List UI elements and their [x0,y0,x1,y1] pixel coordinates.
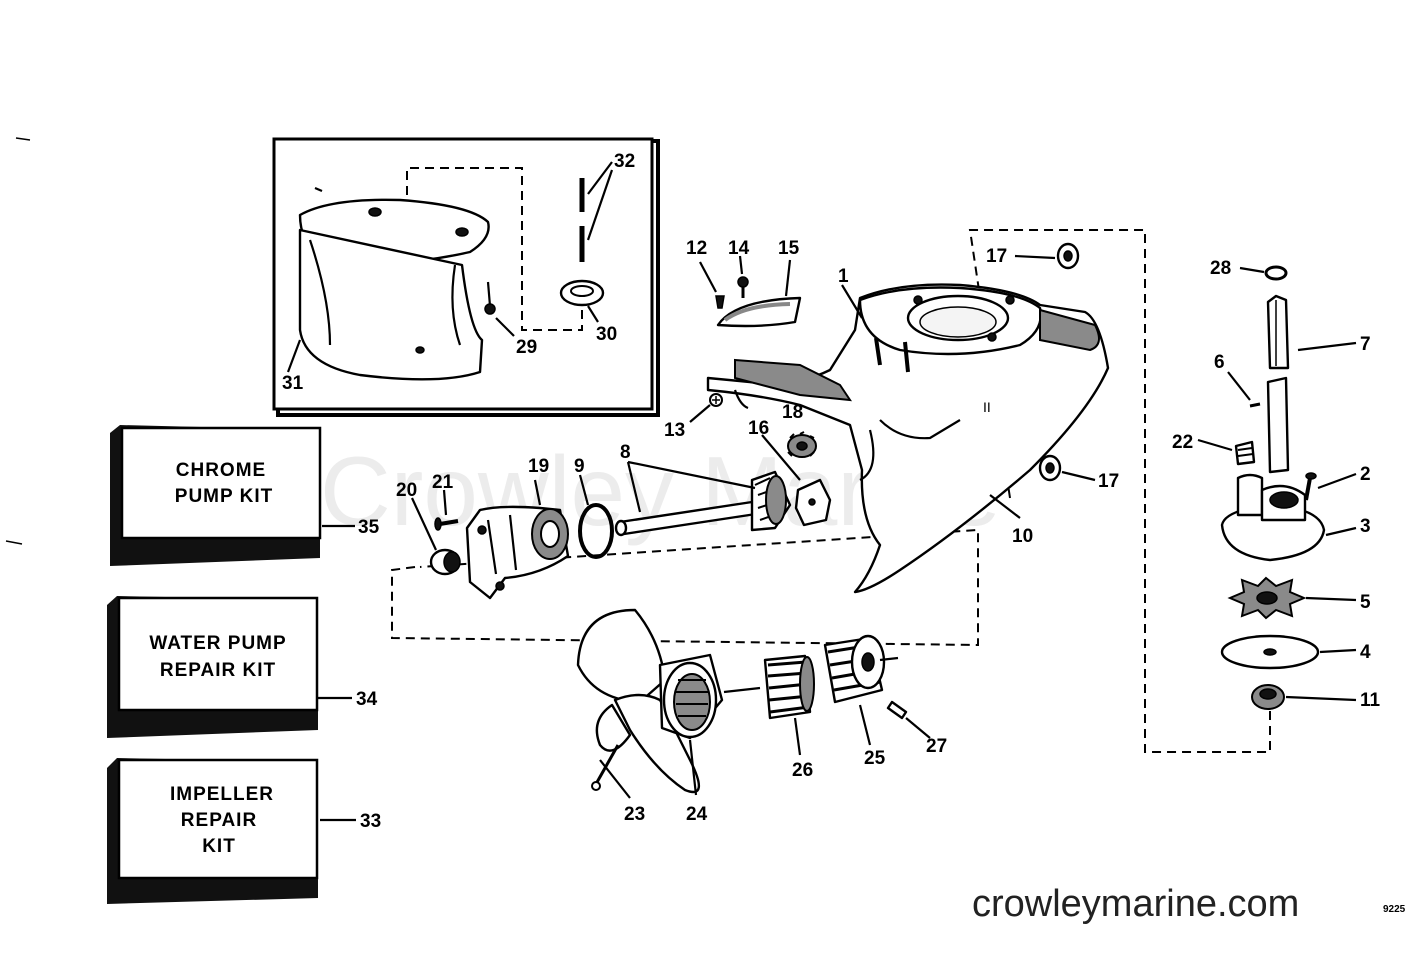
o-ring-part-28 [1239,265,1288,281]
screw-part-14 [737,255,749,298]
callout-9: 9 [574,456,585,477]
kit-label-line: REPAIR KIT [160,660,276,681]
screw-part-21 [434,489,459,531]
footer-ref-code: 9225 [1383,904,1406,915]
callout-27: 27 [926,736,947,757]
callout-20: 20 [396,480,417,501]
plug-part-13 [689,393,723,423]
callout-12: 12 [686,238,707,259]
callout-22: 22 [1172,432,1193,453]
callout-32: 32 [614,151,635,172]
pin-part-27 [886,700,931,739]
callout-21: 21 [432,472,454,493]
callout-23: 23 [624,804,645,825]
screw-part-2 [1304,472,1357,501]
kit-label-line: WATER PUMP [149,633,286,654]
callout-6: 6 [1214,352,1225,373]
o-ring-part-9 [578,474,614,559]
callout-26: 26 [792,760,813,781]
callout-1: 1 [838,266,849,287]
callout-35: 35 [358,517,380,538]
callout-14: 14 [728,238,750,259]
gearcase-housing-part-1: II [706,283,1110,594]
grommet-part-22 [1197,438,1256,466]
assembly-guide-right [968,229,1271,753]
screw-part-29 [484,281,515,337]
seal-part-30 [559,279,605,323]
footer-site-url: crowleymarine.com [972,883,1299,925]
bearing-part-20 [411,497,461,576]
plate-part-4 [1220,634,1357,670]
svg-text:II: II [983,399,991,415]
callout-13: 13 [664,420,685,441]
pinion-gear-part-18 [787,431,817,458]
callout-31: 31 [282,373,304,394]
callout-29: 29 [516,337,537,358]
kit-box-water-pump-repair: WATER PUMP REPAIR KIT 34 [107,596,378,738]
callout-24: 24 [686,804,708,825]
kit-label-line: KIT [202,836,236,857]
callout-30: 30 [596,324,617,345]
bearing-housing-part-19 [465,479,570,600]
callout-2: 2 [1360,464,1371,485]
exhaust-housing-part-31 [298,186,490,381]
drive-gear-part-26 [763,654,815,756]
callout-19: 19 [528,456,549,477]
callout-4: 4 [1360,642,1371,663]
callout-34: 34 [356,689,378,710]
callout-28: 28 [1210,258,1231,279]
tube-part-32 [579,161,614,262]
impeller-part-5 [1227,576,1357,620]
clutch-dog-part-16 [761,434,832,527]
plug-part-12 [699,261,725,309]
callout-7: 7 [1360,334,1371,355]
grommet-part-17-bottom [1038,454,1096,482]
seal-part-11 [1251,684,1357,710]
kit-label-line: REPAIR [181,810,257,831]
callout-5: 5 [1360,592,1371,613]
inset-box [272,137,660,417]
callout-11: 11 [1360,690,1381,711]
pin-part-6 [1227,371,1261,408]
callout-10: 10 [1012,526,1033,547]
cover-plate-part-15 [716,259,802,328]
cotter-pin-part-23 [591,744,631,799]
callout-8: 8 [620,442,631,463]
kit-box-chrome-pump: CHROME PUMP KIT 35 [110,425,380,566]
callout-15: 15 [778,238,800,259]
callout-17-top: 17 [986,246,1007,267]
kit-label-line: PUMP KIT [175,486,273,507]
driveshaft-part-7 [1266,294,1357,474]
callout-16: 16 [748,418,769,439]
drive-gear-part-25 [823,634,899,746]
callout-17-bottom: 17 [1098,471,1119,492]
kit-label-line: CHROME [176,460,266,481]
callout-18: 18 [782,402,803,423]
callout-25: 25 [864,748,886,769]
kit-label-line: IMPELLER [170,784,274,805]
propeller-shaft-part-8 [614,460,792,537]
callout-33: 33 [360,811,381,832]
propeller-part-24 [576,608,761,796]
kit-box-impeller-repair: IMPELLER REPAIR KIT 33 [107,758,381,904]
grommet-part-17-top [1014,242,1080,270]
callout-3: 3 [1360,516,1371,537]
pump-housing-part-3 [1220,473,1357,562]
